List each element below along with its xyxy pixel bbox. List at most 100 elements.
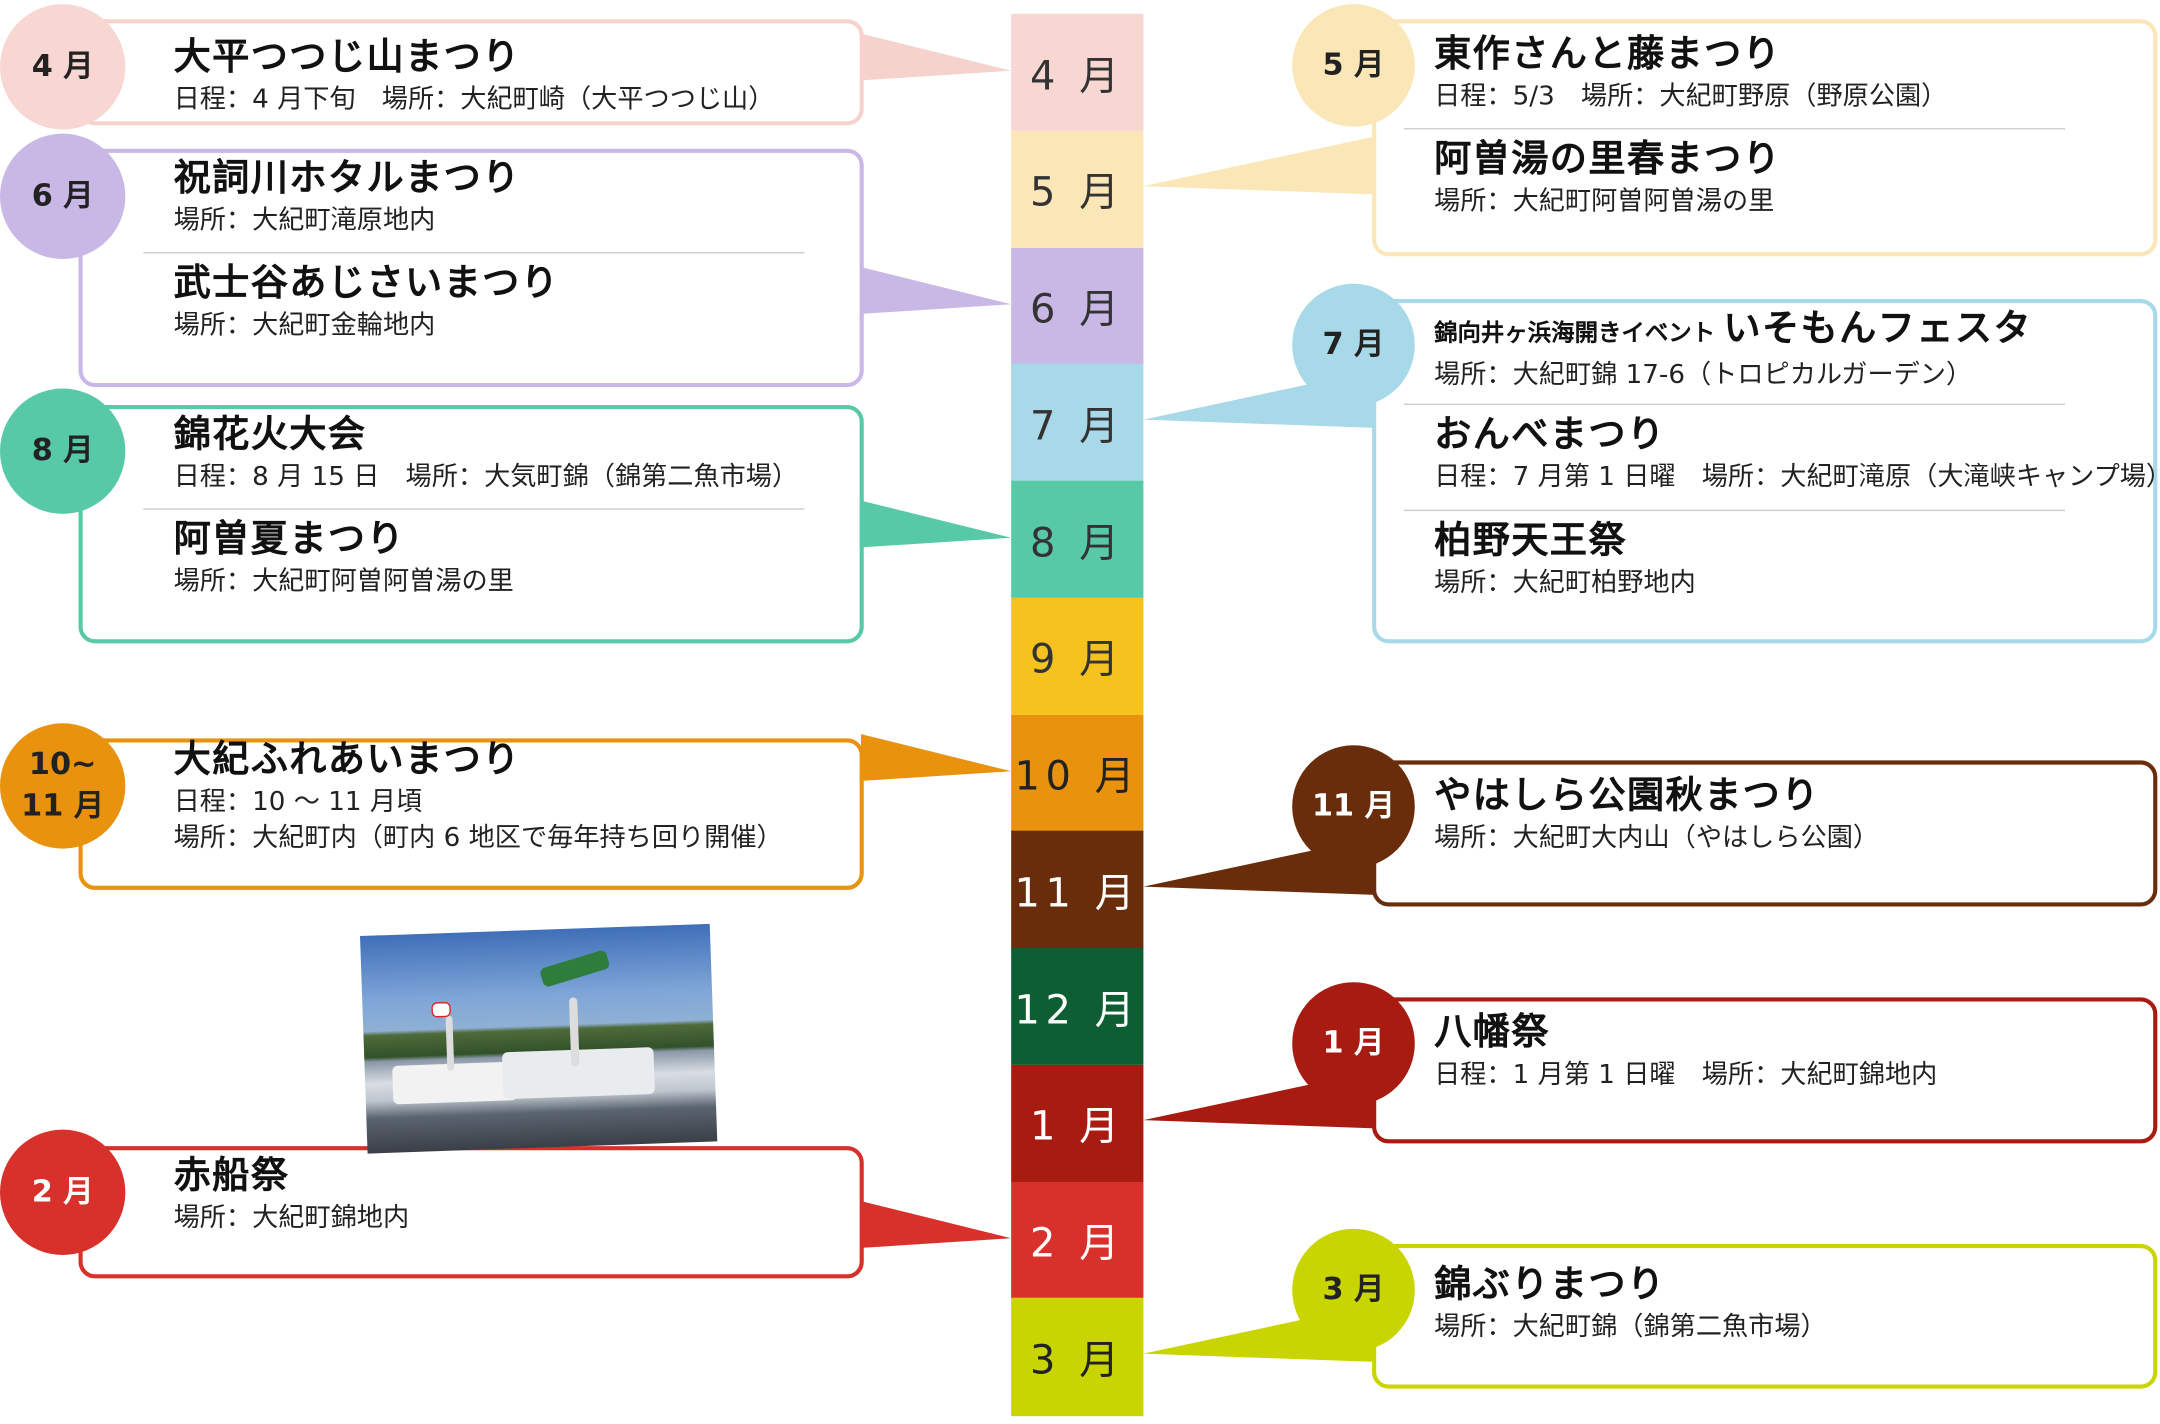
month-badge-jan: 1 月 (1292, 982, 1415, 1105)
event-title: 祝詞川ホタルまつり (174, 156, 521, 203)
timeline-month: 1 月 (1011, 1064, 1144, 1182)
event-item: やはしら公園秋まつり場所：大紀町大内山（やはしら公園） (1434, 773, 1879, 856)
event-detail: 場所：大紀町阿曽阿曽湯の里 (173, 566, 514, 597)
timeline-month: 11 月 (1011, 831, 1144, 949)
event-title: 柏野天王祭 (1434, 518, 1696, 565)
timeline-month: 9 月 (1011, 597, 1144, 715)
event-item: 大平つつじ山まつり日程：4 月下旬 場所：大紀町崎（大平つつじ山） (174, 34, 775, 117)
month-badge-label: 6 月 (31, 178, 94, 213)
event-card-nov: やはしら公園秋まつり場所：大紀町大内山（やはしら公園） (1372, 760, 2158, 907)
month-badge-label: 2 月 (31, 1174, 94, 1209)
event-detail: 日程：8 月 15 日 場所：大気町錦（錦第二魚市場） (173, 461, 799, 492)
event-divider (143, 508, 805, 510)
event-detail: 日程：10 ～ 11 月頃 (173, 786, 423, 817)
event-item: 錦花火大会日程：8 月 15 日 場所：大気町錦（錦第二魚市場） (174, 412, 799, 495)
fishing-boats-photo (359, 923, 718, 1154)
event-title-text: おんべまつり (1434, 413, 1666, 456)
timeline-month-label: 4 月 (1029, 51, 1125, 99)
timeline-month-label: 3 月 (1029, 1336, 1125, 1383)
event-title: 武士谷あじさいまつり (174, 260, 560, 307)
event-item: 阿曽湯の里春まつり場所：大紀町阿曽阿曽湯の里 (1434, 136, 1781, 219)
event-card-jan: 八幡祭日程：1 月第 1 日曜 場所：大紀町錦地内 (1372, 997, 2158, 1144)
event-divider (1403, 403, 2066, 406)
event-card-oct: 大紀ふれあいまつり日程：10 ～ 11 月頃場所：大紀町内（町内 6 地区で毎年… (78, 737, 864, 890)
event-item: 八幡祭日程：1 月第 1 日曜 場所：大紀町錦地内 (1434, 1010, 1937, 1093)
event-title-text: 錦ぶりまつり (1434, 1263, 1666, 1306)
event-detail: 場所：大紀町錦地内 (173, 1202, 410, 1233)
month-badge-nov: 11 月 (1292, 745, 1415, 868)
event-title: 大紀ふれあいまつり (174, 737, 783, 784)
timeline-month-label: 1 月 (1029, 1102, 1125, 1150)
month-badge-feb: 2 月 (0, 1129, 126, 1255)
month-badge-oct: 10~11 月 (0, 723, 126, 849)
month-badge-aug: 8 月 (0, 388, 126, 514)
month-badge-label: 4 月 (31, 48, 94, 84)
event-title-prefix: 錦向井ヶ浜海開きイベント (1434, 319, 1716, 348)
event-card-may: 東作さんと藤まつり日程：5/3 場所：大紀町野原（野原公園） 阿曽湯の里春まつり場… (1372, 19, 2158, 257)
month-badge-jul: 7 月 (1292, 283, 1415, 407)
event-title: おんべまつり (1434, 412, 2160, 459)
event-detail: 日程：5/3 場所：大紀町野原（野原公園） (1434, 81, 1948, 112)
timeline-month: 10 月 (1011, 714, 1144, 832)
month-badge-mar: 3 月 (1292, 1228, 1415, 1352)
month-badge-label: 7 月 (1322, 327, 1385, 362)
connector-may (1143, 136, 1375, 195)
month-badge-label: 5 月 (1322, 47, 1385, 82)
event-item: 柏野天王祭場所：大紀町柏野地内 (1434, 518, 1696, 601)
timeline-month-label: 5 月 (1029, 168, 1125, 216)
event-item: おんべまつり日程：7 月第 1 日曜 場所：大紀町滝原（大滝峡キャンプ場） (1434, 412, 2160, 495)
event-card-jun: 祝詞川ホタルまつり場所：大紀町滝原地内武士谷あじさいまつり場所：大紀町金輪地内 (78, 148, 864, 388)
event-title: 錦ぶりまつり (1434, 1262, 1827, 1309)
event-item: 武士谷あじさいまつり場所：大紀町金輪地内 (174, 260, 560, 343)
connector-feb (861, 1201, 1012, 1248)
timeline-month-label: 11 月 (1014, 869, 1141, 916)
event-title: やはしら公園秋まつり (1434, 773, 1879, 820)
event-detail: 場所：大紀町阿曽阿曽湯の里 (1434, 185, 1775, 217)
event-item: 東作さんと藤まつり日程：5/3 場所：大紀町野原（野原公園） (1434, 32, 1947, 115)
event-title: 赤船祭 (174, 1153, 410, 1200)
month-badge-jun: 6 月 (0, 133, 126, 259)
timeline-month: 4 月 (1011, 13, 1144, 132)
event-item: 祝詞川ホタルまつり場所：大紀町滝原地内 (174, 156, 521, 239)
event-detail: 日程：4 月下旬 場所：大紀町崎（大平つつじ山） (173, 84, 775, 115)
event-divider (1403, 128, 2066, 130)
month-badge-label: 1 月 (1322, 1025, 1385, 1061)
event-title: 錦花火大会 (174, 412, 799, 459)
timeline-month-label: 12 月 (1014, 985, 1141, 1033)
event-item: 赤船祭場所：大紀町錦地内 (174, 1153, 410, 1236)
month-badge-label: 3 月 (1322, 1272, 1385, 1307)
event-item: 阿曽夏まつり場所：大紀町阿曽阿曽湯の里 (174, 517, 514, 600)
event-detail: 場所：大紀町滝原地内 (173, 205, 436, 236)
month-badge-may: 5 月 (1292, 4, 1415, 127)
timeline-month-label: 9 月 (1029, 635, 1125, 683)
event-title-text: 東作さんと藤まつり (1434, 33, 1782, 76)
connector-jun (861, 267, 1012, 314)
event-detail: 場所：大紀町柏野地内 (1434, 567, 1696, 598)
event-title-text: やはしら公園秋まつり (1434, 774, 1820, 817)
timeline-month-label: 7 月 (1029, 402, 1125, 449)
month-badge-label: 11 月 (1311, 788, 1396, 824)
event-title-text: 赤船祭 (173, 1154, 290, 1198)
connector-oct (861, 734, 1012, 781)
event-detail: 日程：1 月第 1 日曜 場所：大紀町錦地内 (1434, 1059, 1938, 1090)
month-badge-label: 8 月 (31, 433, 94, 468)
timeline-month: 2 月 (1011, 1181, 1144, 1299)
event-title: 阿曽夏まつり (174, 517, 514, 564)
event-divider (1403, 509, 2066, 512)
event-item: 錦向井ヶ浜海開きイベントいそもんフェスタ場所：大紀町錦 17-6（トロピカルガー… (1434, 306, 2032, 393)
event-detail: 日程：7 月第 1 日曜 場所：大紀町滝原（大滝峡キャンプ場） (1434, 461, 2160, 492)
event-detail: 場所：大紀町錦（錦第二魚市場） (1434, 1311, 1827, 1342)
event-title-text: 阿曽湯の里春まつり (1434, 137, 1782, 181)
event-title: 東作さんと藤まつり (1434, 32, 1947, 79)
event-item: 大紀ふれあいまつり日程：10 ～ 11 月頃場所：大紀町内（町内 6 地区で毎年… (174, 737, 783, 855)
event-title: 大平つつじ山まつり (174, 34, 775, 81)
month-badge-label: 10~11 月 (21, 747, 105, 824)
event-title-text: 祝詞川ホタルまつり (173, 157, 521, 200)
event-detail: 場所：大紀町内（町内 6 地区で毎年持ち回り開催） (173, 822, 783, 853)
event-detail: 場所：大紀町大内山（やはしら公園） (1434, 822, 1880, 853)
event-item: 錦ぶりまつり場所：大紀町錦（錦第二魚市場） (1434, 1262, 1827, 1345)
event-title-text: 大紀ふれあいまつり (173, 738, 521, 782)
event-title-text: 柏野天王祭 (1434, 519, 1627, 563)
timeline-month: 8 月 (1011, 480, 1144, 599)
